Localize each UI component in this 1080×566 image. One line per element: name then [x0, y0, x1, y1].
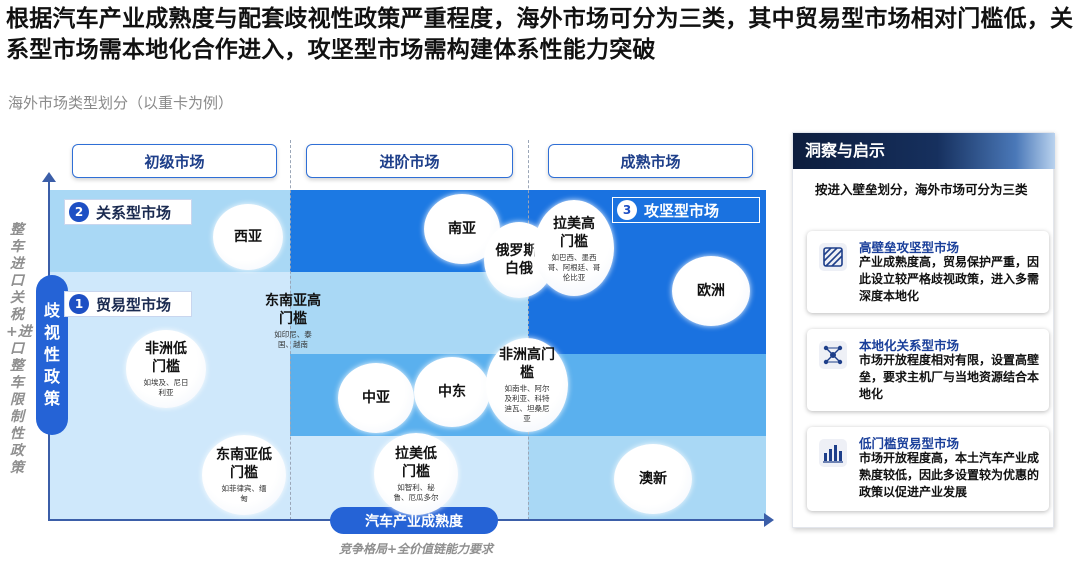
region-name: 欧洲 — [697, 283, 725, 299]
region-name: 中亚 — [362, 390, 390, 406]
y-axis-label: 歧视性政策 — [36, 275, 68, 435]
insight-card-body: 产业成熟度高，贸易保护严重，因此设立较严格歧视政策，进入多需深度本地化 — [859, 255, 1040, 303]
region-name: 非洲高门槛 — [499, 347, 555, 381]
region-examples: 如智利、秘鲁、厄瓜多尔 — [393, 483, 439, 502]
number-badge: 1 — [69, 294, 89, 314]
region-name: 非洲低门槛 — [145, 341, 187, 375]
number-badge: 2 — [69, 202, 89, 222]
insight-card-trade: 低门槛贸易型市场 市场开放程度高，本土汽车产业成熟度较低，因此多设置较为优惠的政… — [807, 427, 1049, 511]
stage-divider-2 — [528, 140, 529, 520]
region-south-asia: 南亚 — [424, 194, 500, 264]
region-name: 南亚 — [448, 221, 476, 237]
region-name: 中东 — [438, 384, 466, 400]
region-name: 东南亚高门槛 — [265, 293, 321, 327]
chart-subtitle: 海外市场类型划分（以重卡为例） — [8, 94, 234, 112]
cell-r2-c2 — [290, 272, 528, 354]
insight-card-relationship: 本地化关系型市场 市场开放程度相对有限，设置高壁垒，要求主机厂与当地资源结合本地… — [807, 329, 1049, 411]
page-title: 根据汽车产业成熟度与配套歧视性政策严重程度，海外市场可分为三类，其中贸易型市场相… — [6, 6, 1074, 63]
market-type-label: 贸易型市场 — [96, 295, 172, 314]
region-examples: 如南非、阿尔及利亚、科特迪瓦、坦桑尼亚 — [504, 384, 550, 423]
market-type-label: 攻坚型市场 — [644, 201, 720, 220]
stage-mature: 成熟市场 — [548, 144, 753, 178]
region-name: 拉美高门槛 — [553, 216, 595, 250]
region-africa-low: 非洲低门槛 如埃及、尼日利亚 — [126, 330, 206, 408]
region-name: 俄罗斯/白俄 — [495, 243, 543, 277]
market-type-challenge: 3 攻坚型市场 — [612, 197, 760, 223]
insight-card-body: 市场开放程度相对有限，设置高壁垒，要求主机厂与当地资源结合本地化 — [859, 353, 1040, 401]
insight-card-title: 本地化关系型市场 — [859, 338, 960, 353]
market-type-label: 关系型市场 — [96, 203, 172, 222]
region-west-asia: 西亚 — [213, 204, 283, 270]
region-name: 东南亚低门槛 — [216, 447, 272, 481]
insights-title: 洞察与启示 — [793, 133, 1055, 169]
insight-card-title: 低门槛贸易型市场 — [859, 436, 960, 451]
region-middle-east: 中东 — [414, 357, 490, 427]
region-examples: 如印尼、泰国、越南 — [274, 330, 312, 349]
region-oceania: 澳新 — [614, 444, 692, 514]
region-sea-low: 东南亚低门槛 如菲律宾、缅甸 — [202, 435, 286, 515]
stage-advanced: 进阶市场 — [306, 144, 513, 178]
x-axis-description: 竞争格局+全价值链能力要求 — [338, 542, 494, 556]
region-europe: 欧洲 — [672, 256, 750, 326]
region-name: 拉美低门槛 — [395, 446, 437, 480]
y-axis-arrow — [42, 172, 56, 182]
region-africa-high: 非洲高门槛 如南非、阿尔及利亚、科特迪瓦、坦桑尼亚 — [486, 338, 568, 432]
market-type-trade: 1 贸易型市场 — [64, 291, 192, 317]
x-axis-arrow — [764, 513, 774, 527]
bar-chart-icon — [819, 439, 847, 467]
region-examples: 如菲律宾、缅甸 — [221, 484, 267, 503]
hatch-icon — [819, 243, 847, 271]
region-sea-high: 东南亚高门槛 如印尼、泰国、越南 — [258, 292, 328, 350]
insights-intro: 按进入壁垒划分，海外市场可分为三类 — [815, 182, 1028, 197]
region-name: 西亚 — [234, 229, 262, 245]
insights-panel: 洞察与启示 按进入壁垒划分，海外市场可分为三类 高壁垒攻坚型市场 产业成熟度高，… — [792, 132, 1055, 528]
stage-primary: 初级市场 — [72, 144, 277, 178]
insight-card-body: 市场开放程度高，本土汽车产业成熟度较低，因此多设置较为优惠的政策以促进产业发展 — [859, 451, 1040, 499]
insight-card-title: 高壁垒攻坚型市场 — [859, 240, 960, 255]
region-examples: 如巴西、墨西哥、阿根廷、哥伦比亚 — [547, 253, 601, 282]
region-name: 澳新 — [639, 471, 667, 487]
stage-divider-1 — [290, 140, 291, 520]
region-latam-low: 拉美低门槛 如智利、秘鲁、厄瓜多尔 — [374, 433, 458, 515]
y-axis-description: 整车进口关税+进口整车限制性政策 — [6, 222, 32, 476]
cell-r3-c3 — [528, 354, 766, 436]
insight-card-challenge: 高壁垒攻坚型市场 产业成熟度高，贸易保护严重，因此设立较严格歧视政策，进入多需深… — [807, 231, 1049, 313]
market-type-relationship: 2 关系型市场 — [64, 199, 192, 225]
number-badge: 3 — [617, 200, 637, 220]
network-icon — [819, 341, 847, 369]
region-examples: 如埃及、尼日利亚 — [143, 378, 189, 397]
region-latam-high: 拉美高门槛 如巴西、墨西哥、阿根廷、哥伦比亚 — [534, 200, 614, 296]
region-central-asia: 中亚 — [338, 363, 414, 433]
